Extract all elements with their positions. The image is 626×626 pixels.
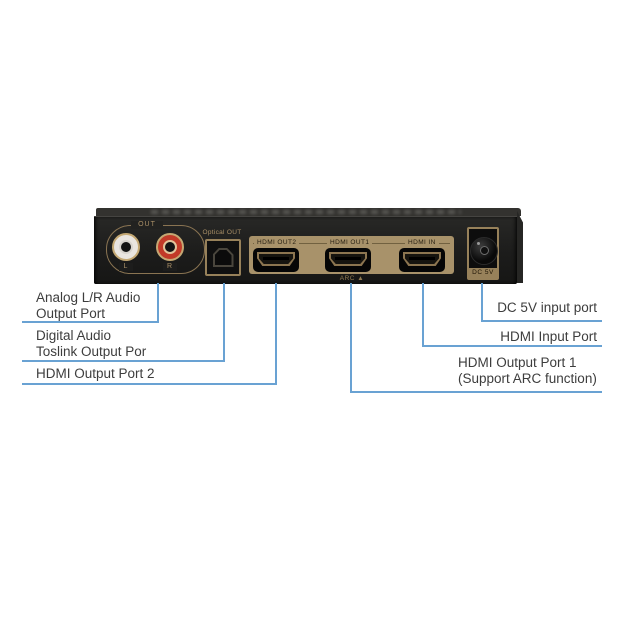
- hdmi-out1-port: [325, 248, 371, 272]
- callout-underline-hdmi-out2: [22, 383, 277, 385]
- toslink-port: [205, 239, 241, 276]
- hdmi-out2-label: HDMI OUT2: [254, 239, 300, 247]
- callout-line-hdmi-out2: [275, 283, 277, 385]
- device-top-face: [96, 208, 521, 216]
- dc-center-pin: [480, 246, 489, 255]
- callout-line-dc: [481, 283, 483, 322]
- callout-text-analog: Analog L/R Audio Output Port: [36, 290, 141, 321]
- callout-underline-dc: [481, 320, 602, 322]
- callout-text-hdmi-in: HDMI Input Port: [500, 329, 597, 344]
- callout-underline-hdmi-out1: [350, 391, 602, 393]
- callout-text-hdmi-out2: HDMI Output Port 2: [36, 366, 155, 381]
- rca-group-label: OUT: [131, 221, 163, 229]
- callout-line-optical: [223, 283, 225, 362]
- hdmi-in-label: HDMI IN: [405, 239, 439, 247]
- callout-underline-analog: [22, 321, 159, 323]
- arc-label: ARC ▲: [339, 275, 365, 282]
- callout-underline-optical: [22, 360, 225, 362]
- callout-text-hdmi-out1: HDMI Output Port 1 (Support ARC function…: [458, 355, 597, 386]
- callout-line-hdmi-in: [422, 283, 424, 347]
- callout-underline-hdmi-in: [422, 345, 602, 347]
- rca-hole: [163, 240, 177, 254]
- callout-line-hdmi-out1: [350, 283, 352, 393]
- optical-out-label: Optical OUT: [202, 229, 242, 236]
- dc-jack-highlight: [477, 242, 480, 245]
- callout-line-analog: [157, 283, 159, 323]
- rca-jack-right-red: [156, 233, 184, 261]
- toslink-inner: [214, 250, 232, 265]
- blurred-print: [151, 210, 461, 214]
- hdmi-out2-port: [253, 248, 299, 272]
- toslink-opening: [212, 248, 234, 267]
- hdmi-in-port: [399, 248, 445, 272]
- dc-5v-label: DC 5V: [469, 268, 497, 278]
- rca-hole: [119, 240, 133, 254]
- callout-text-digital: Digital Audio Toslink Output Por: [36, 328, 147, 359]
- rca-jack-left-white: [112, 233, 140, 261]
- rca-right-channel-label: R: [163, 263, 177, 271]
- callout-text-dc: DC 5V input port: [497, 300, 597, 315]
- hdmi-out1-label: HDMI OUT1: [327, 239, 373, 247]
- rca-left-channel-label: L: [119, 263, 133, 271]
- device-right-side: [517, 211, 523, 283]
